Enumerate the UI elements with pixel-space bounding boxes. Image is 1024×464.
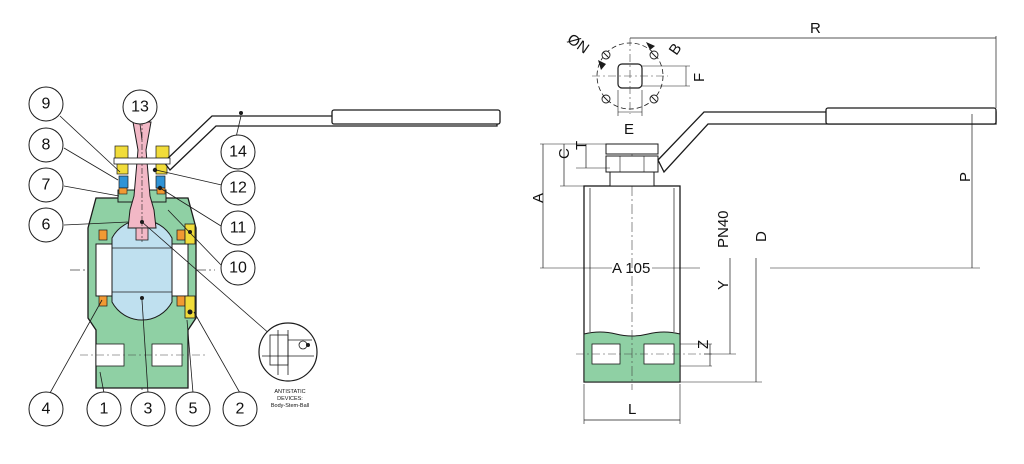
elevation-view	[540, 36, 997, 424]
dim-A: A	[530, 193, 547, 203]
dim-C: C	[556, 148, 573, 159]
seat-right-bottom	[176, 295, 186, 307]
svg-text:4: 4	[42, 401, 51, 418]
end-connector-bottom	[184, 295, 196, 319]
seat-left-bottom	[98, 295, 108, 307]
stem-top	[605, 143, 659, 155]
ball-center-dot	[140, 296, 144, 300]
svg-text:9: 9	[42, 96, 51, 113]
svg-text:3: 3	[144, 401, 153, 418]
flange-bolt-holes	[601, 50, 659, 104]
dim-D: D	[753, 231, 770, 242]
dim-F: F	[691, 73, 708, 82]
stem-seal-blue-left	[118, 175, 129, 189]
svg-text:7: 7	[42, 177, 51, 194]
stem	[127, 121, 157, 229]
stem-nut	[605, 155, 659, 173]
svg-text:10: 10	[229, 260, 247, 277]
connector-bolt	[187, 309, 193, 315]
inset-note-line-3: Body-Stem-Ball	[271, 403, 309, 409]
svg-text:11: 11	[230, 220, 247, 237]
dim-A105: A 105	[612, 260, 650, 277]
callout-2: 2	[222, 391, 258, 427]
dim-T: T	[573, 141, 590, 150]
handle-dot	[239, 111, 243, 115]
callout-1: 1	[86, 391, 122, 427]
callout-6: 6	[28, 207, 64, 243]
inset-note-line-1: ANTISTATIC	[274, 389, 305, 395]
dim-arrow-f	[646, 42, 655, 50]
svg-text:14: 14	[229, 144, 247, 161]
seat-orange-stem	[118, 187, 128, 195]
callouts: 9 8 7 6 13 14 12 11 10 4 1 3 5 2	[28, 86, 258, 427]
svg-text:13: 13	[131, 99, 149, 116]
dim-N: ØN	[564, 31, 592, 58]
dim-PN40: PN40	[715, 210, 732, 248]
handle-washer	[113, 157, 171, 165]
callout-13: 13	[122, 89, 158, 125]
svg-text:2: 2	[236, 401, 245, 418]
callout-3: 3	[130, 391, 166, 427]
callout-7: 7	[28, 167, 64, 203]
callout-14: 14	[220, 134, 256, 170]
dim-P: P	[957, 172, 974, 182]
callout-9: 9	[28, 86, 64, 122]
callout-4: 4	[28, 391, 64, 427]
dim-Z: Z	[695, 340, 712, 349]
svg-text:6: 6	[42, 217, 51, 234]
svg-text:8: 8	[42, 137, 51, 154]
seat-right-top	[176, 229, 186, 241]
dim-B: B	[666, 40, 686, 58]
stem-dot-1	[152, 167, 158, 173]
dim-arrow-n	[598, 60, 606, 70]
dim-R: R	[810, 20, 821, 37]
antistatic-inset: ANTISTATIC DEVICES: Body-Stem-Ball	[258, 322, 318, 409]
callout-5: 5	[175, 391, 211, 427]
inset-note-line-2: DEVICES:	[277, 396, 303, 402]
callout-8: 8	[28, 127, 64, 163]
svg-text:1: 1	[100, 401, 109, 418]
dim-E: E	[624, 121, 634, 138]
dim-L: L	[628, 401, 636, 418]
callout-11: 11	[220, 210, 256, 246]
callout-10: 10	[220, 250, 256, 286]
svg-text:12: 12	[229, 180, 247, 197]
body-dot	[188, 230, 192, 234]
svg-text:5: 5	[189, 401, 198, 418]
seat-left-top	[98, 229, 108, 241]
handle-grip	[331, 109, 501, 125]
dim-Y: Y	[715, 280, 732, 290]
stem-washer	[609, 171, 655, 187]
handle-grip-elevation	[825, 107, 997, 125]
callout-12: 12	[220, 170, 256, 206]
